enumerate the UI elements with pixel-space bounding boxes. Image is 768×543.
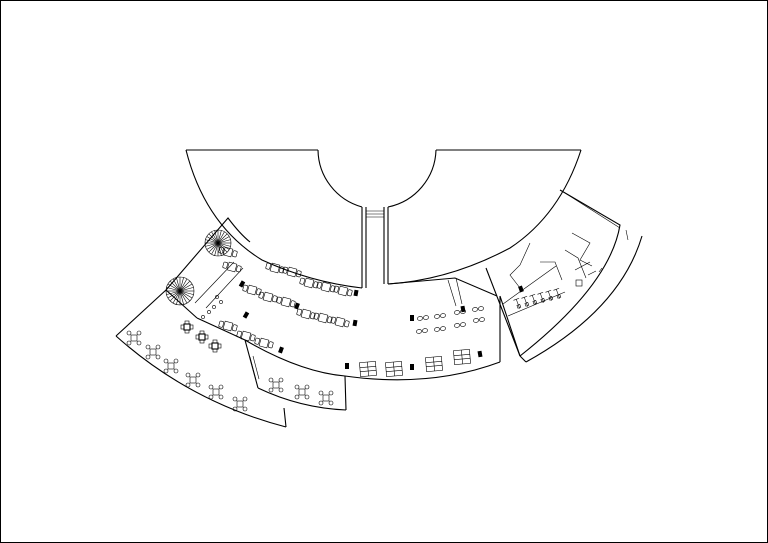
- cafe-table: [330, 316, 350, 328]
- fixture: [529, 293, 538, 305]
- lounge-tables: [416, 306, 485, 334]
- dark-chair: [460, 305, 466, 313]
- dark-chair: [278, 346, 284, 354]
- dark-chair: [242, 311, 250, 319]
- terrace-table: [268, 377, 284, 393]
- terrace-table: [294, 384, 310, 400]
- lounge-table: [434, 326, 446, 332]
- cafe-table: [254, 337, 274, 349]
- cafe-table: [282, 266, 302, 278]
- lounge-table: [472, 306, 484, 312]
- lounge-table: [417, 315, 429, 321]
- cafe-tables: [218, 246, 353, 349]
- cafe-table: [299, 277, 319, 289]
- dark-chairs: [238, 280, 524, 370]
- terrace-table: [318, 390, 334, 406]
- cafe-table: [276, 296, 296, 308]
- dark-chair: [353, 289, 359, 297]
- terrace-table: [126, 330, 142, 346]
- dark-chair: [477, 350, 483, 358]
- trees: [165, 229, 232, 306]
- cafe-table: [222, 261, 242, 273]
- tree: [204, 229, 232, 257]
- fixture: [545, 289, 554, 301]
- terrace-table: [163, 358, 179, 374]
- lounge-table: [473, 317, 485, 323]
- cafe-table: [218, 246, 238, 258]
- terrace-table: [208, 384, 224, 400]
- bar-stool: [215, 295, 219, 299]
- tree: [165, 276, 195, 306]
- restroom-fixtures: [513, 287, 562, 309]
- dark-chair: [410, 364, 414, 370]
- terrace-tables: [126, 330, 334, 412]
- lounge-table: [416, 328, 428, 334]
- booth: [359, 361, 377, 377]
- terrace-table: [145, 344, 161, 360]
- dark-chair: [238, 280, 246, 288]
- lounge-chair: [180, 320, 194, 334]
- cafe-table: [258, 291, 278, 303]
- bar-stool: [219, 300, 223, 304]
- cafe-table: [316, 281, 336, 293]
- cafe-table: [333, 285, 353, 297]
- cafe-table: [265, 262, 285, 274]
- fixture: [521, 295, 530, 307]
- fixture: [553, 287, 562, 299]
- bar-stool: [201, 315, 205, 319]
- building-walls: [115, 149, 643, 428]
- dark-chair: [345, 363, 349, 369]
- lounge-table: [454, 322, 466, 328]
- lounge-chair: [195, 330, 209, 344]
- lounge-table: [434, 313, 446, 319]
- dark-chair: [518, 285, 524, 293]
- cafe-table: [242, 284, 262, 296]
- dark-chair: [294, 302, 300, 310]
- cafe-table: [313, 312, 333, 324]
- lounge-chair: [208, 339, 222, 353]
- booth: [385, 361, 403, 377]
- cafe-table: [218, 320, 238, 332]
- lounge-chairs: [180, 320, 222, 353]
- fixture: [537, 291, 546, 303]
- booth: [425, 356, 443, 372]
- terrace-table: [185, 372, 201, 388]
- bar-stools: [201, 295, 223, 319]
- terrace-table: [232, 396, 248, 412]
- bar-stool: [212, 305, 216, 309]
- bar-stool: [207, 310, 211, 314]
- cafe-table: [236, 330, 256, 342]
- booth: [453, 349, 471, 365]
- dark-chair: [352, 319, 358, 327]
- cafe-table: [296, 308, 316, 320]
- booth-seating: [359, 349, 471, 377]
- fixture: [513, 297, 522, 309]
- dark-chair: [410, 315, 414, 321]
